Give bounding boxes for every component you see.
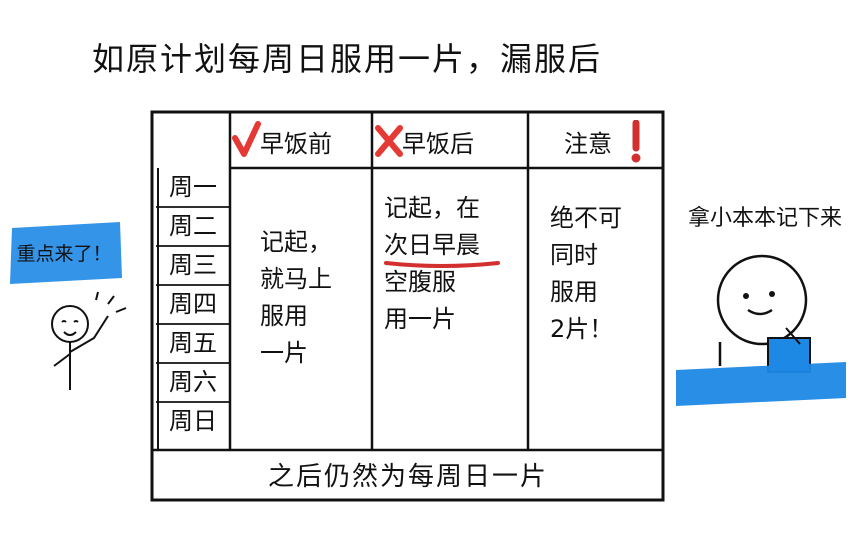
before-line-4: 一片 — [260, 339, 308, 367]
day-tuesday: 周二 — [169, 212, 217, 240]
days-grid — [156, 206, 230, 403]
after-line-4: 用一片 — [384, 305, 456, 333]
left-stick-figure — [51, 291, 127, 390]
after-line-2: 次日早晨 — [384, 227, 500, 268]
cross-mark-icon — [375, 125, 403, 157]
header-before-breakfast: 早饭前 — [260, 130, 332, 158]
header-after-breakfast: 早饭后 — [402, 130, 474, 158]
day-friday: 周五 — [169, 329, 217, 357]
exclamation-icon — [631, 120, 641, 163]
note-line-1: 绝不可 — [550, 204, 622, 232]
check-mark-icon — [232, 121, 261, 157]
day-wednesday: 周三 — [169, 251, 217, 279]
day-monday: 周一 — [169, 173, 217, 201]
before-line-2: 就马上 — [260, 265, 332, 293]
before-breakfast-text: 记起， 就马上 服用 一片 — [260, 224, 332, 372]
underline-mark — [384, 261, 500, 268]
after-breakfast-text: 记起，在 次日早晨 空腹服 用一片 — [384, 190, 500, 338]
right-caption: 拿小本本记下来 — [688, 206, 843, 231]
note-text: 绝不可 同时 服用 2片！ — [550, 200, 622, 348]
before-line-1: 记起， — [260, 228, 332, 256]
note-line-2: 同时 — [550, 241, 598, 269]
day-thursday: 周四 — [169, 290, 217, 318]
day-sunday: 周日 — [169, 407, 217, 435]
note-line-3: 服用 — [550, 278, 598, 306]
left-badge-text: 重点来了！ — [16, 243, 112, 265]
left-badge-brush — [10, 222, 122, 284]
day-saturday: 周六 — [169, 368, 217, 396]
after-line-3: 空腹服 — [384, 268, 456, 296]
page-title: 如原计划每周日服用一片，漏服后 — [92, 40, 603, 78]
right-figure — [676, 254, 846, 406]
table-bottom-text: 之后仍然为每周日一片 — [268, 462, 549, 492]
schedule-table — [150, 110, 665, 502]
after-line-1: 记起，在 — [384, 194, 480, 222]
days-column: 周一 周二 周三 周四 周五 周六 周日 — [156, 168, 230, 443]
before-line-3: 服用 — [260, 302, 308, 330]
header-note: 注意 — [564, 130, 612, 158]
note-line-4: 2片！ — [550, 315, 614, 343]
